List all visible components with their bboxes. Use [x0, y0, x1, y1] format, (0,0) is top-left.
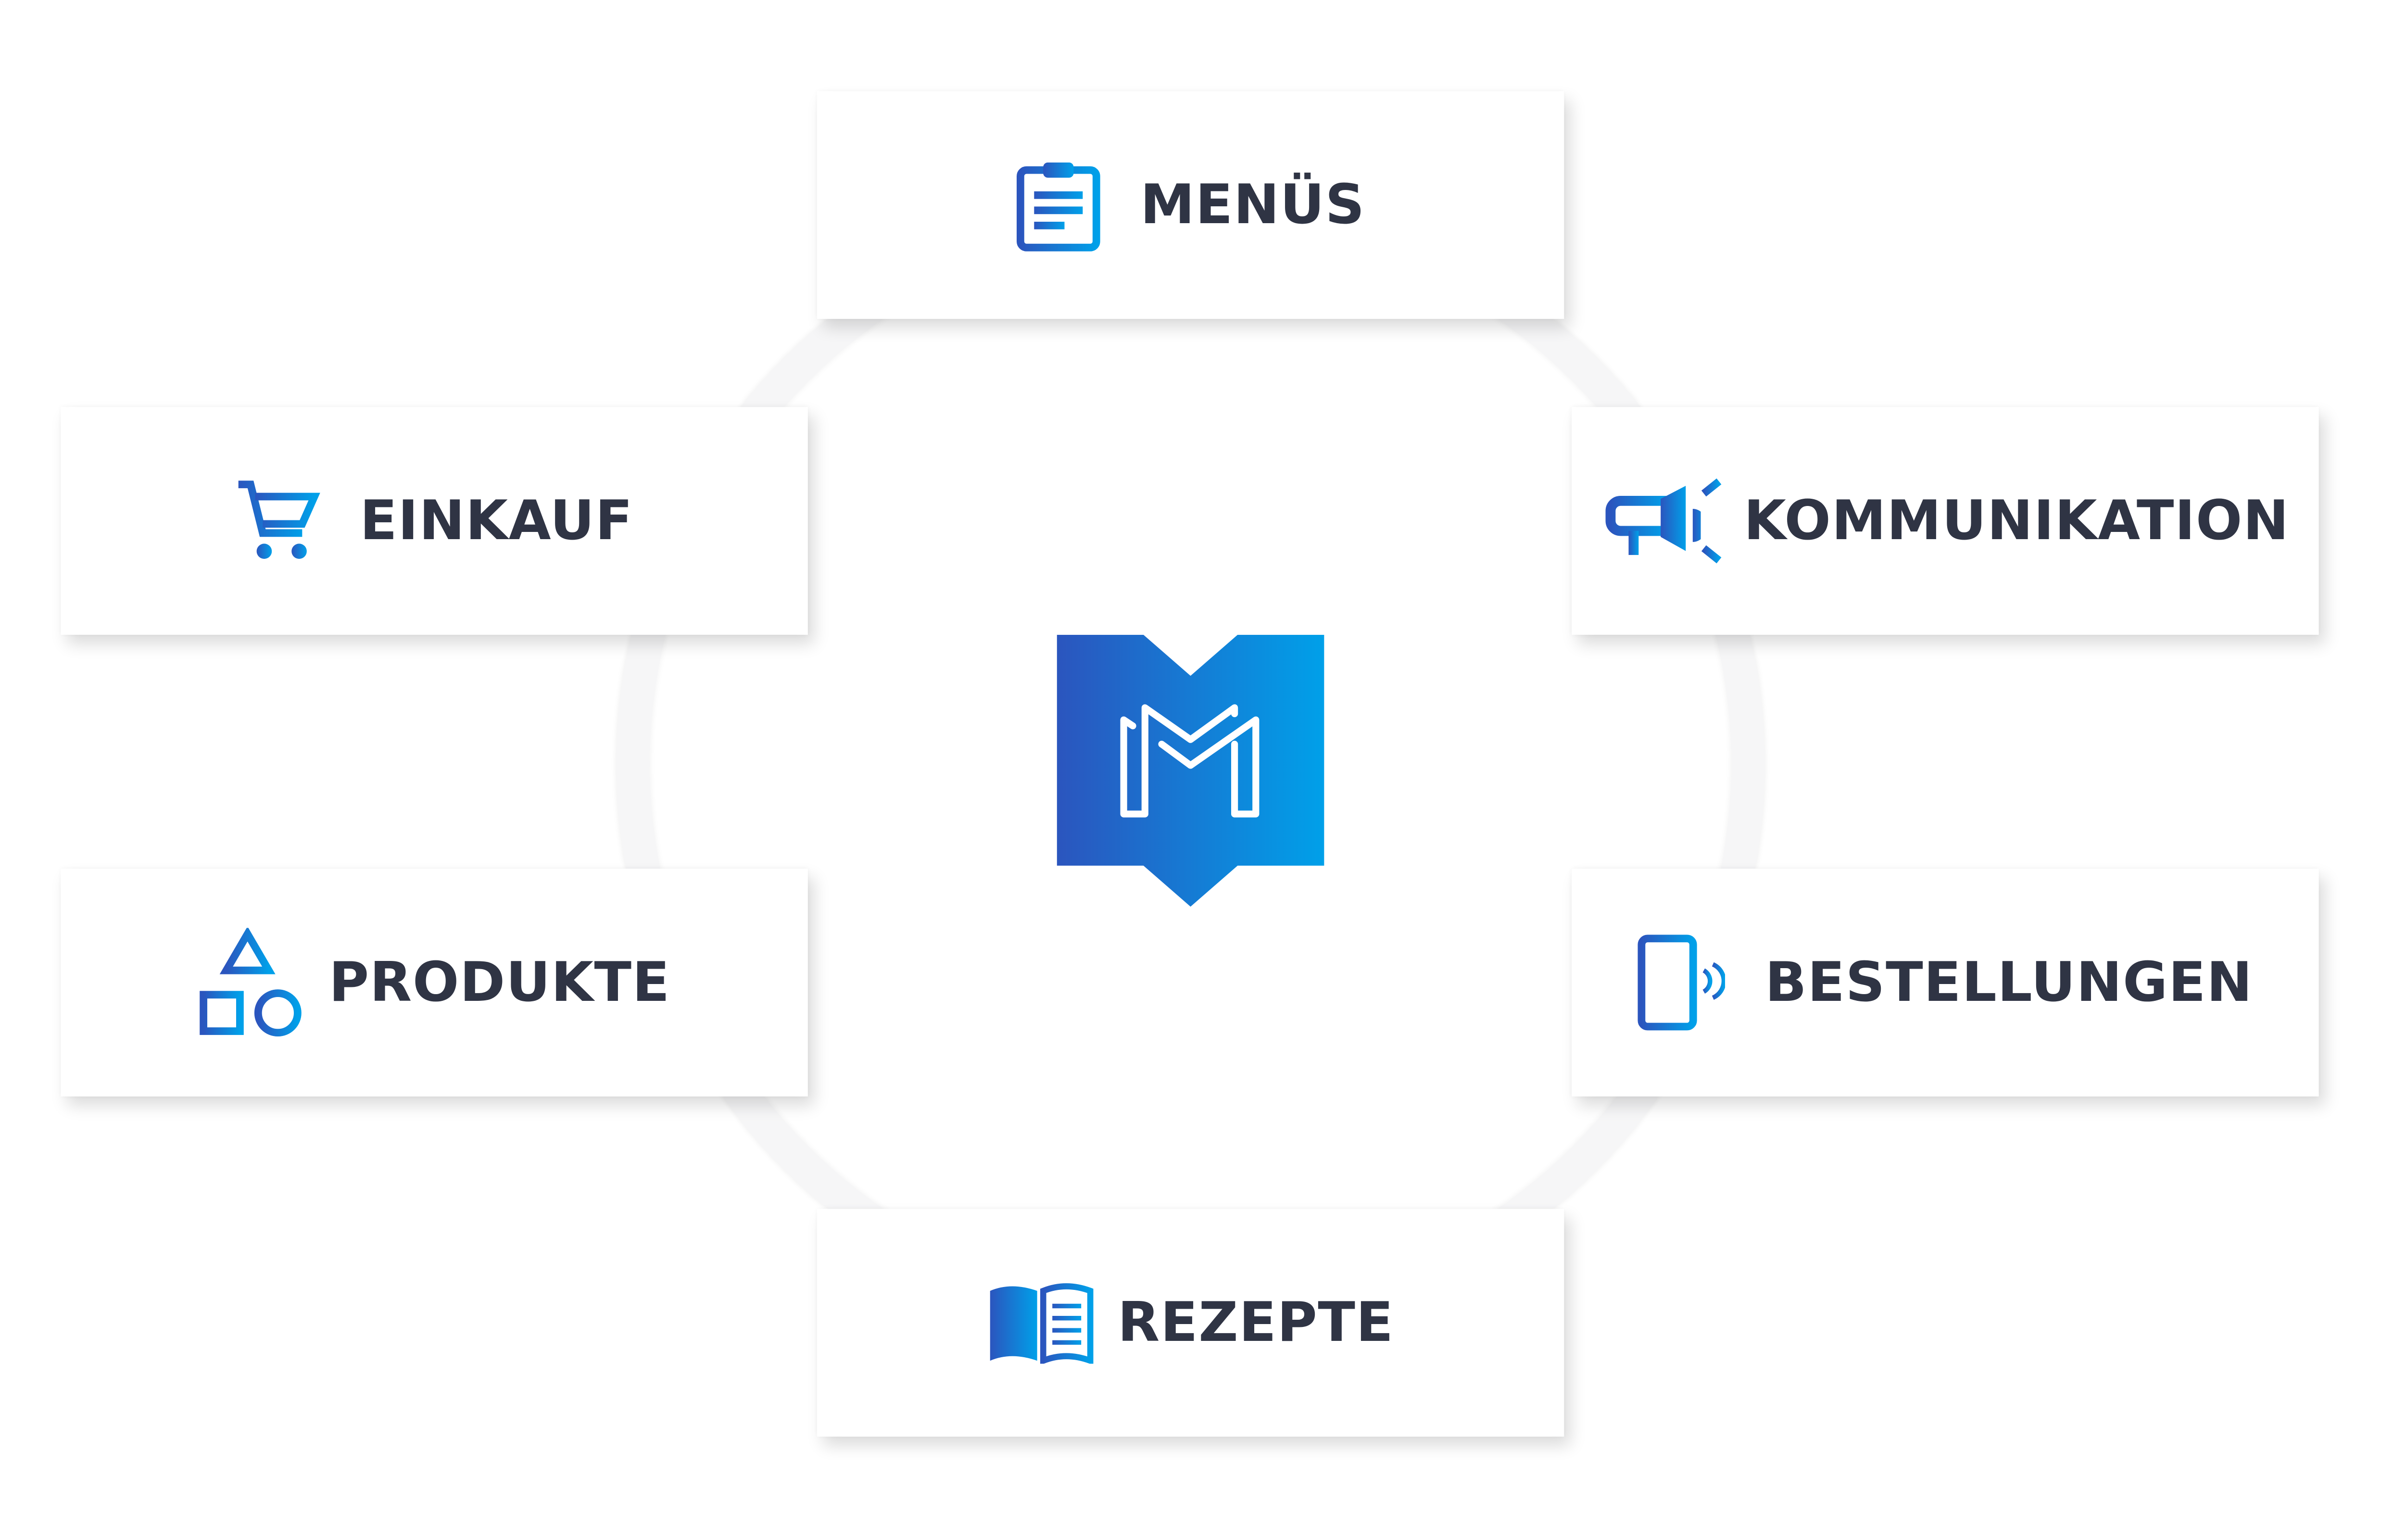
card-einkauf[interactable]: EINKAUF	[61, 407, 808, 635]
sound-waves-icon	[1701, 478, 1723, 564]
shapes-icon	[199, 928, 301, 1037]
megaphone-icon	[1606, 486, 1701, 555]
m-bookmark-logo-icon	[1057, 634, 1324, 907]
card-rezepte[interactable]: REZEPTE	[817, 1209, 1564, 1437]
card-label: EINKAUF	[360, 490, 633, 552]
card-label: PRODUKTE	[328, 951, 670, 1014]
card-label: KOMMUNIKATION	[1743, 490, 2290, 552]
card-produkte[interactable]: PRODUKTE	[61, 869, 808, 1097]
clipboard-icon	[1016, 162, 1100, 252]
shopping-cart-icon	[238, 480, 320, 559]
card-menus[interactable]: MENÜS	[817, 91, 1564, 319]
card-label: MENÜS	[1140, 174, 1366, 237]
open-book-icon	[990, 1283, 1094, 1364]
card-bestellungen[interactable]: BESTELLUNGEN	[1572, 869, 2319, 1097]
card-label: BESTELLUNGEN	[1765, 951, 2253, 1014]
card-kommunikation[interactable]: KOMMUNIKATION	[1572, 407, 2319, 635]
card-label: REZEPTE	[1117, 1291, 1394, 1354]
smartphone-icon	[1638, 934, 1726, 1031]
